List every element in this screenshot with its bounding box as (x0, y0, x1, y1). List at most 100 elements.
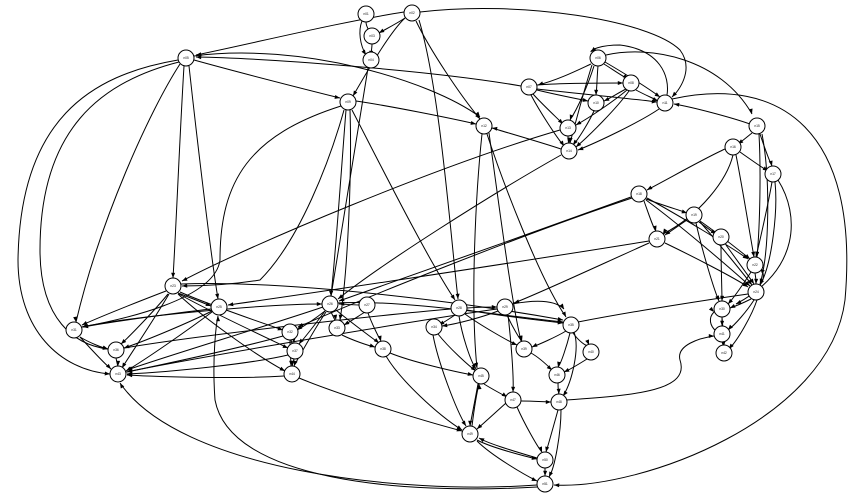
graph-node[interactable]: n24 (747, 283, 765, 301)
node-circle[interactable] (357, 5, 375, 23)
node-circle[interactable] (109, 365, 127, 383)
graph-node[interactable]: n16 (724, 138, 742, 156)
node-circle[interactable] (582, 343, 600, 361)
node-circle[interactable] (339, 93, 357, 111)
node-circle[interactable] (648, 230, 666, 248)
graph-node[interactable]: n20 (712, 228, 730, 246)
node-circle[interactable] (358, 296, 376, 314)
node-circle[interactable] (281, 323, 299, 341)
node-circle[interactable] (656, 94, 674, 112)
graph-node[interactable]: n06 (589, 49, 607, 67)
graph-node[interactable]: n05 (177, 49, 195, 67)
graph-node[interactable]: n01 (357, 5, 375, 23)
graph-node[interactable]: n46 (548, 366, 566, 384)
graph-node[interactable]: n31 (65, 321, 83, 339)
graph-node[interactable]: n22 (746, 256, 764, 274)
graph-node[interactable]: n39 (515, 340, 533, 358)
graph-node[interactable]: n28 (450, 299, 468, 317)
graph-node[interactable]: n10 (587, 94, 605, 112)
node-circle[interactable] (560, 142, 578, 160)
graph-node[interactable]: n33 (328, 319, 346, 337)
node-circle[interactable] (403, 4, 421, 22)
node-circle[interactable] (589, 49, 607, 67)
node-circle[interactable] (712, 228, 730, 246)
graph-node[interactable]: n11 (656, 94, 674, 112)
node-circle[interactable] (713, 300, 731, 318)
node-circle[interactable] (559, 119, 577, 137)
node-circle[interactable] (715, 344, 733, 362)
graph-node[interactable]: n15 (748, 117, 766, 135)
node-circle[interactable] (504, 391, 522, 409)
graph-node[interactable]: n09 (339, 93, 357, 111)
graph-node[interactable]: n21 (648, 230, 666, 248)
graph-node[interactable]: n23 (164, 277, 182, 295)
node-circle[interactable] (321, 295, 339, 313)
node-circle[interactable] (520, 78, 538, 96)
node-circle[interactable] (286, 342, 304, 360)
graph-node[interactable]: n08 (622, 74, 640, 92)
node-circle[interactable] (748, 117, 766, 135)
graph-node[interactable]: n13 (559, 119, 577, 137)
graph-node[interactable]: n45 (472, 367, 490, 385)
node-circle[interactable] (724, 138, 742, 156)
node-circle[interactable] (536, 451, 554, 469)
node-circle[interactable] (622, 74, 640, 92)
graph-node[interactable]: n38 (374, 340, 392, 358)
graph-node[interactable]: n37 (286, 342, 304, 360)
graph-node[interactable]: n48 (550, 393, 568, 411)
node-circle[interactable] (550, 393, 568, 411)
node-circle[interactable] (177, 49, 195, 67)
node-circle[interactable] (515, 340, 533, 358)
node-circle[interactable] (461, 425, 479, 443)
graph-node[interactable]: n51 (536, 475, 554, 493)
graph-node[interactable]: n17 (764, 165, 782, 183)
graph-node[interactable]: n43 (109, 365, 127, 383)
node-circle[interactable] (283, 365, 301, 383)
graph-node[interactable]: n42 (715, 344, 733, 362)
node-circle[interactable] (65, 321, 83, 339)
graph-node[interactable]: n49 (461, 425, 479, 443)
node-circle[interactable] (764, 165, 782, 183)
node-circle[interactable] (210, 298, 228, 316)
graph-node[interactable]: n32 (281, 323, 299, 341)
graph-node[interactable]: n40 (582, 343, 600, 361)
graph-node[interactable]: n50 (536, 451, 554, 469)
node-circle[interactable] (548, 366, 566, 384)
node-circle[interactable] (363, 27, 381, 45)
graph-node[interactable]: n34 (425, 318, 443, 336)
graph-node[interactable]: n12 (475, 117, 493, 135)
graph-node[interactable]: n18 (630, 185, 648, 203)
node-circle[interactable] (746, 256, 764, 274)
node-circle[interactable] (425, 318, 443, 336)
graph-node[interactable]: n35 (562, 316, 580, 334)
graph-node[interactable]: n14 (560, 142, 578, 160)
node-circle[interactable] (587, 94, 605, 112)
graph-node[interactable]: n03 (363, 27, 381, 45)
node-circle[interactable] (747, 283, 765, 301)
graph-node[interactable]: n02 (403, 4, 421, 22)
graph-node[interactable]: n19 (685, 206, 703, 224)
node-circle[interactable] (472, 367, 490, 385)
node-circle[interactable] (475, 117, 493, 135)
graph-node[interactable]: n27 (358, 296, 376, 314)
node-circle[interactable] (374, 340, 392, 358)
node-circle[interactable] (713, 325, 731, 343)
graph-node[interactable]: n07 (520, 78, 538, 96)
graph-node[interactable]: n26 (321, 295, 339, 313)
node-circle[interactable] (630, 185, 648, 203)
graph-node[interactable]: n47 (504, 391, 522, 409)
node-circle[interactable] (450, 299, 468, 317)
graph-node[interactable]: n25 (210, 298, 228, 316)
graph-node[interactable]: n04 (362, 51, 380, 69)
node-circle[interactable] (362, 51, 380, 69)
node-circle[interactable] (107, 341, 125, 359)
node-circle[interactable] (496, 298, 514, 316)
node-circle[interactable] (536, 475, 554, 493)
node-circle[interactable] (328, 319, 346, 337)
graph-node[interactable]: n29 (496, 298, 514, 316)
graph-node[interactable]: n36 (107, 341, 125, 359)
node-circle[interactable] (562, 316, 580, 334)
graph-node[interactable]: n30 (713, 300, 731, 318)
node-circle[interactable] (685, 206, 703, 224)
graph-node[interactable]: n41 (713, 325, 731, 343)
